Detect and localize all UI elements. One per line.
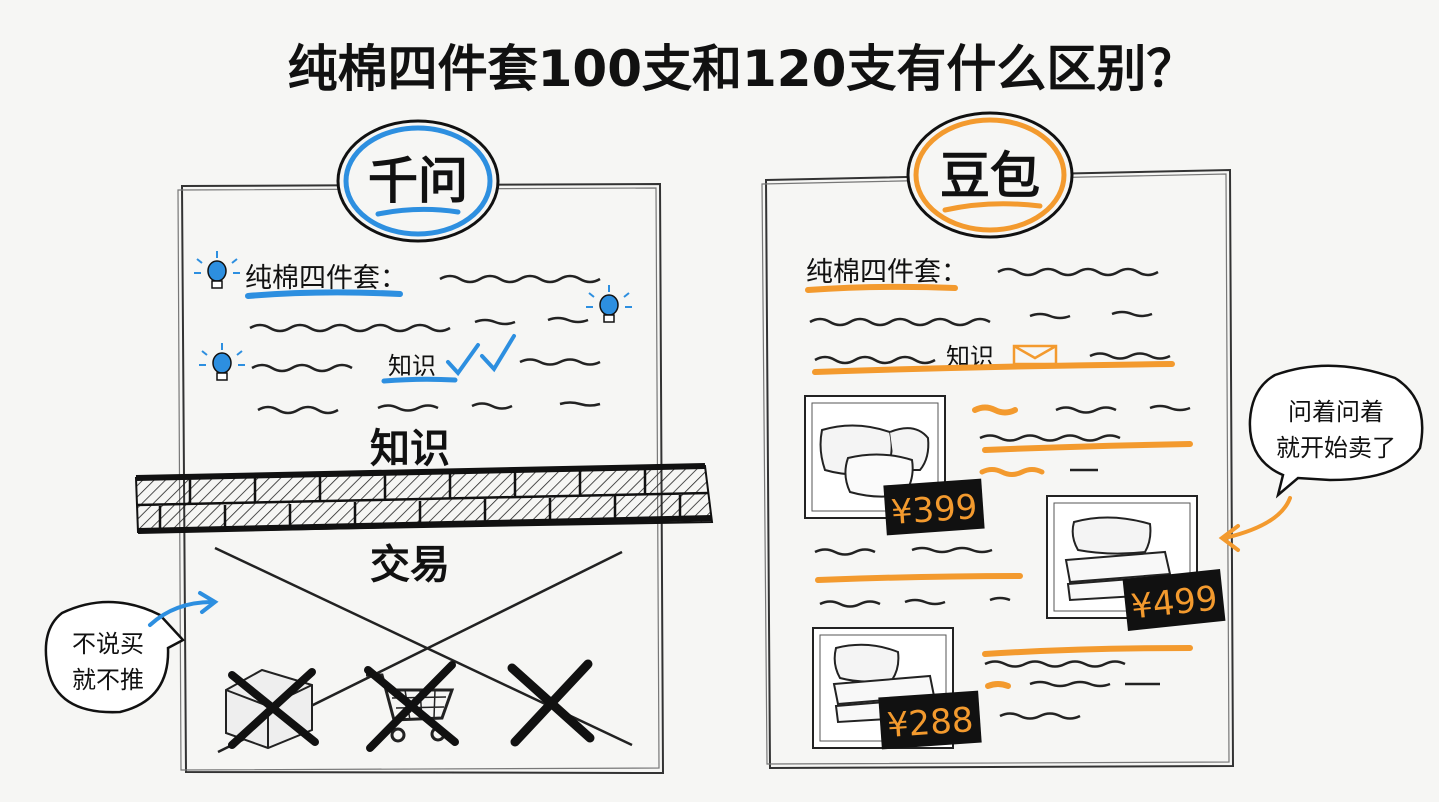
price-tag-3: ¥288 <box>878 690 982 750</box>
checkmark-icon <box>446 343 480 377</box>
right-bubble-line2: 就开始卖了 <box>1276 434 1396 462</box>
checkmark-icon <box>480 334 516 373</box>
left-speech-bubble: 不说买 就不推 <box>44 600 186 714</box>
arrow-icon <box>148 600 214 627</box>
lightbulb-icon <box>194 251 240 289</box>
left-knowledge-label: 知识 <box>388 352 436 380</box>
right-panel: 豆包 纯棉四件套： 知识 ¥399 <box>761 111 1424 770</box>
left-line1-label: 纯棉四件套： <box>245 263 407 294</box>
right-brand-badge: 豆包 <box>906 111 1074 239</box>
cross-icon <box>507 659 595 747</box>
price-tag-2: ¥499 <box>1122 569 1226 631</box>
wall-bottom-label: 交易 <box>370 542 450 588</box>
page-title: 纯棉四件套100支和120支有什么区别？ <box>288 40 1197 98</box>
right-bubble-line1: 问着问着 <box>1288 398 1384 426</box>
product-card-2: ¥499 <box>1046 495 1226 631</box>
left-brand-badge: 千问 <box>336 119 500 243</box>
lightbulb-icon <box>199 343 245 381</box>
cart-icon <box>364 661 459 752</box>
brick-wall <box>134 463 714 534</box>
left-panel: 千问 纯棉四件套： 知识 <box>44 119 714 775</box>
right-speech-bubble: 问着问着 就开始卖了 <box>1248 364 1424 499</box>
product-card-3: ¥288 <box>812 627 982 750</box>
right-brand-label: 豆包 <box>940 147 1040 205</box>
left-brand-label: 千问 <box>368 152 468 210</box>
price-3: ¥288 <box>886 700 975 746</box>
lightbulb-icon <box>586 285 632 323</box>
product-card-1: ¥399 <box>804 395 985 536</box>
price-2: ¥499 <box>1129 579 1219 628</box>
price-1: ¥399 <box>890 487 979 533</box>
pillow-icon <box>819 424 930 498</box>
left-bubble-line1: 不说买 <box>72 630 144 658</box>
arrow-icon <box>1223 496 1292 540</box>
box-icon <box>225 668 319 750</box>
left-bubble-line2: 就不推 <box>72 666 144 694</box>
right-line1-label: 纯棉四件套： <box>806 257 968 288</box>
price-tag-1: ¥399 <box>883 478 985 536</box>
wall-top-label: 知识 <box>370 426 450 472</box>
